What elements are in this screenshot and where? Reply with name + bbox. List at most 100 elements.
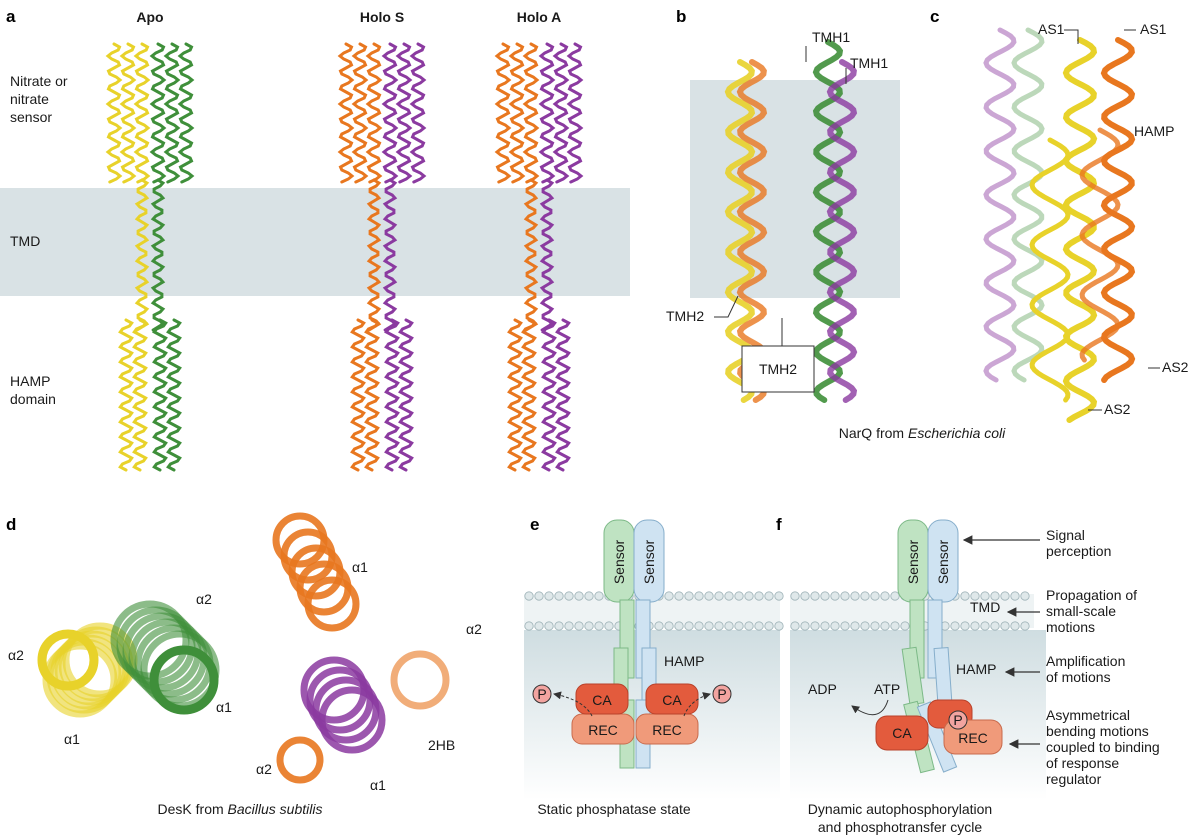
protein-structure-d [37,512,450,784]
label-d-r-a2-bottom: α2 [256,761,272,777]
e-lipid-head [724,591,734,601]
phosphate-left-e-label: P [537,686,546,702]
panel-b: b TMH1 TMH1 TMH2 TMH2 [666,7,900,403]
membrane-band-b [690,80,900,298]
label-d-r-a2-right: α2 [466,621,482,637]
ca-f [875,715,929,751]
e-lipid-head [764,591,774,601]
phosphate-right-e-label: P [717,686,726,702]
holo-a-left-hamp-helix-0 [507,318,523,472]
d-orange-ring-side [390,650,450,710]
membrane-band-a [0,188,630,296]
e-lipid-head [714,621,724,631]
holo-s-left-tm-helix [366,178,382,332]
panel-d: d α2 α2 α1 α1 α1 α2 2HB α2 α1 DesK from … [6,512,482,817]
panel-f: f Sensor Sensor TMD HAMP CA REC P ADP AT… [776,515,1160,835]
f-lipid-head [880,591,890,601]
f-lipid-head [870,621,880,631]
e-lipid-head [734,591,744,601]
header-apo: Apo [136,9,163,25]
apo-left-sensor-helix-0 [105,42,123,184]
f-lipid-head [870,591,880,601]
holo-s-left-sensor-helix-0 [337,42,355,184]
f-lipid-head [970,591,980,601]
f-lipid-head [840,591,850,601]
panel-a: a Apo Holo S Holo A Nitrate or nitrate s… [0,7,630,472]
protein-structure-c [983,27,1136,423]
holo-s-right-hamp-helix-0 [384,318,400,472]
f-lipid-head [990,621,1000,631]
e-lipid-head [584,591,594,601]
e-lipid-head [674,621,684,631]
label-as2-a: AS2 [1162,359,1189,375]
ann-amp-1: Amplification [1046,653,1125,669]
f-lipid-head [860,621,870,631]
atp-label: ATP [874,681,900,697]
apo-left-sensor-helix-1 [119,42,137,184]
holo-s-right-tm-helix [382,178,398,332]
label-d-a2-left: α2 [8,647,24,663]
panel-a-letter: a [6,7,16,26]
e-lipid-head [664,621,674,631]
holo-s-right-hamp-helix-1 [398,318,414,472]
e-lipid-head [734,621,744,631]
f-lipid-head [790,591,800,601]
sensor-left-e-label: Sensor [611,539,627,584]
f-lipid-head [970,621,980,631]
caption-f-1: Dynamic autophosphorylation [808,801,992,817]
label-d-r-a1-bottom: α1 [370,777,386,793]
e-lipid-head [574,591,584,601]
apo-right-tm-helix [150,178,166,332]
holo-s-left-sensor-helix-2 [365,42,383,184]
holo-a-right-sensor-helix-1 [552,42,570,184]
label-hamp-1: HAMP [10,373,50,389]
d-orange-ring-bottom [276,736,324,784]
d-purple-ring-2 [312,676,380,744]
f-lipid-head [890,591,900,601]
sensor-right-f-label: Sensor [935,539,951,584]
caption-desk: DesK from Bacillus subtilis [158,801,323,817]
rec-f-label: REC [958,730,988,746]
f-lipid-head [980,621,990,631]
ann-signal-1: Signal [1046,527,1085,543]
label-d-r-a1-top: α1 [352,559,368,575]
label-tmh1-b: TMH1 [850,55,888,71]
f-lipid-head [1000,621,1010,631]
e-lipid-head [684,621,694,631]
holo-a-right-sensor-helix-0 [538,42,556,184]
label-d-a1-right: α1 [216,699,232,715]
holo-s-left-sensor-helix-1 [351,42,369,184]
rec-left-e-label: REC [588,722,618,738]
label-as1-b: AS1 [1140,21,1167,37]
label-tmh2-box: TMH2 [759,361,797,377]
holo-a-left-sensor-helix-1 [508,42,526,184]
holo-a-right-sensor-helix-2 [566,42,584,184]
f-lipid-head [830,591,840,601]
panel-c: c AS1 AS1 HAMP AS2 AS2 [930,7,1189,423]
phosphate-f-label: P [953,712,962,728]
label-sensor-2: nitrate [10,91,49,107]
c-orange-helix [1100,37,1136,383]
ann-prop-3: motions [1046,619,1095,635]
e-lipid-head [704,621,714,631]
holo-s-right-sensor-helix-1 [395,42,413,184]
f-lipid-head [850,621,860,631]
panel-f-letter: f [776,515,782,534]
apo-right-sensor-helix-0 [149,42,167,184]
f-lipid-head [960,591,970,601]
holo-s-left-hamp-helix-1 [364,318,380,472]
label-tmh2: TMH2 [666,308,704,324]
holo-s-right-sensor-helix-0 [381,42,399,184]
e-lipid-head [554,621,564,631]
ca-right-e-label: CA [662,692,682,708]
e-lipid-head [744,591,754,601]
apo-left-hamp-helix-1 [132,318,148,472]
d-green-ring-front [149,645,219,715]
f-lipid-head [860,591,870,601]
e-lipid-head [524,591,534,601]
holo-a-left-sensor-helix-0 [494,42,512,184]
e-lipid-head [594,591,604,601]
label-d-a1-bottom: α1 [64,731,80,747]
apo-left-tm-helix [134,178,150,332]
b-green-helix [812,39,844,403]
